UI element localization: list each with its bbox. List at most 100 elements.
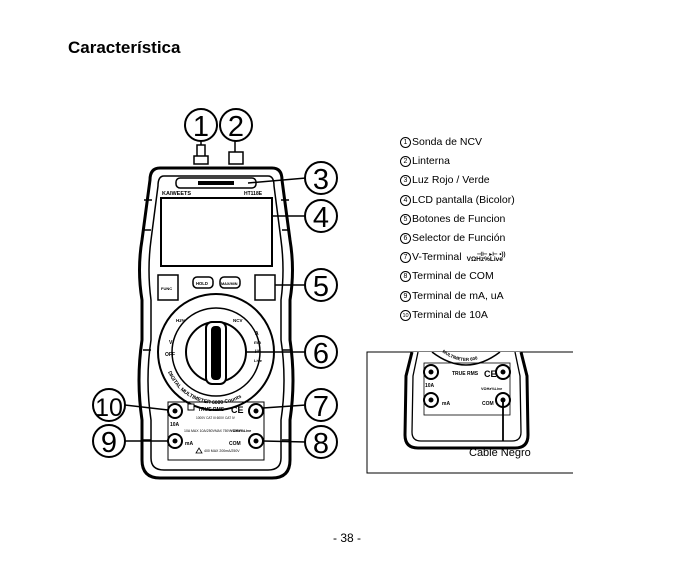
callout-number: 8 <box>313 428 329 460</box>
callout-circle <box>304 161 338 195</box>
grip-ridges <box>143 199 290 441</box>
jack-ma-label: mA <box>185 441 193 447</box>
callout-lines <box>124 140 307 443</box>
func-label: FUNC <box>161 286 172 291</box>
inset-body-inner <box>411 351 522 442</box>
dial-off-label: OFF <box>165 352 175 358</box>
callout-circle <box>304 199 338 233</box>
maxmin-button <box>219 276 241 289</box>
dial-live-label: Live <box>254 358 263 363</box>
ce-mark: CE <box>231 405 244 415</box>
callout-circle <box>219 108 253 142</box>
square-icon <box>187 403 195 411</box>
legend-number: 8 <box>400 271 411 283</box>
callout-number: 9 <box>101 427 117 459</box>
callout-number: 3 <box>313 164 329 196</box>
fuse-10a-text: 10A MAX 10A/250V <box>184 429 216 433</box>
fuse-ma-text: 400 MAX 200mA/250V <box>204 449 240 453</box>
legend-number: 6 <box>400 232 411 244</box>
legend-number: 5 <box>400 213 411 225</box>
inset-10a-label: 10A <box>425 383 435 389</box>
callout-number: 7 <box>313 391 329 423</box>
callout-number: 10 <box>95 394 123 422</box>
warning-icon <box>195 447 203 454</box>
jack-hole <box>428 397 434 403</box>
hold-label: HOLD <box>196 281 208 286</box>
status-light-lens <box>198 181 234 185</box>
light-button <box>254 274 276 301</box>
flashlight <box>228 151 244 165</box>
legend-label: Terminal de 10A <box>412 308 488 321</box>
callout-circle <box>184 108 218 142</box>
terminal-symbols-icon: ⊣⊢ ▸⊢ •)) <box>476 252 506 259</box>
legend-label: Selector de Función <box>412 231 506 244</box>
inset-terminal-panel <box>423 362 511 416</box>
maxmin-label: MAX/MIN <box>221 282 238 286</box>
callout-number: 5 <box>313 271 329 303</box>
lcd-screen <box>160 197 273 267</box>
legend-label: Terminal de COM <box>412 270 494 283</box>
cat-rating: 1000V CAT III 600V CAT IV <box>196 416 236 420</box>
legend-number: 1 <box>400 137 411 148</box>
ncv-probe <box>193 144 209 165</box>
hold-button <box>192 276 214 289</box>
selector-pointer <box>211 326 221 380</box>
true-rms-label: TRUE RMS <box>198 407 225 413</box>
dial-v-label: V <box>169 340 173 346</box>
inset-caption: Cable Negro <box>469 447 531 459</box>
callout-circle <box>304 425 338 459</box>
legend-label: Botones de Funcion <box>412 212 506 225</box>
brand-label: KAIWEETS <box>162 191 191 197</box>
page-title: Característica <box>68 38 181 57</box>
callout-number: 6 <box>313 338 329 370</box>
legend-sub-text: VΩHz%Live <box>466 256 503 264</box>
legend-label: LCD pantalla (Bicolor) <box>412 193 515 206</box>
legend-label: Sonda de NCV <box>412 136 483 148</box>
dial-ua-label: μA <box>255 348 262 353</box>
jack-hole <box>253 408 259 414</box>
inset-ma-label: mA <box>442 401 450 407</box>
legend-label: Terminal de mA, uA <box>412 289 504 302</box>
legend-number: 9 <box>400 290 411 302</box>
callout-number: 1 <box>193 111 209 143</box>
dial-hz-label: Hz% <box>176 318 186 323</box>
jack-hole <box>500 369 506 375</box>
legend-number: 7 <box>400 252 411 264</box>
max-voltage-text: MAX 750V~ 1000V⎓ <box>215 429 245 433</box>
jack-v-label: VΩHz%Live <box>230 429 251 433</box>
page-number: - 38 - <box>332 531 361 545</box>
func-button <box>157 274 179 301</box>
callout-markers: 1 2 3 4 5 6 7 8 9 10 <box>92 108 338 460</box>
inset-com-label: COM <box>482 401 494 407</box>
inset-dial-edge <box>431 351 501 366</box>
jack-hole <box>172 438 178 444</box>
body-inner-edge <box>147 175 285 471</box>
inset-v-label: VΩHz%Live <box>481 387 502 391</box>
jack-com-label: COM <box>229 441 241 447</box>
dial-ncv-label: NCV <box>233 318 243 323</box>
legend-number: 10 <box>400 309 411 321</box>
legend-label: V-Terminal <box>412 251 462 264</box>
jack-10a-label: 10A <box>170 422 180 428</box>
inset-detail: MULTIMETER 600 TRUE RMS CE 10A VΩHz%Live… <box>366 349 573 474</box>
inset-true-rms: TRUE RMS <box>452 371 479 377</box>
callout-number: 2 <box>228 111 244 143</box>
legend-sublabel: VΩHz%Live⊣⊢ ▸⊢ •)) <box>466 252 506 264</box>
legend-number: 3 <box>400 175 411 187</box>
inset-ce-mark: CE <box>484 369 497 379</box>
model-label: HT118E <box>244 191 263 197</box>
callout-circle <box>92 388 126 422</box>
dial-ma-label: mA <box>254 340 262 345</box>
legend-number: 2 <box>400 156 411 168</box>
